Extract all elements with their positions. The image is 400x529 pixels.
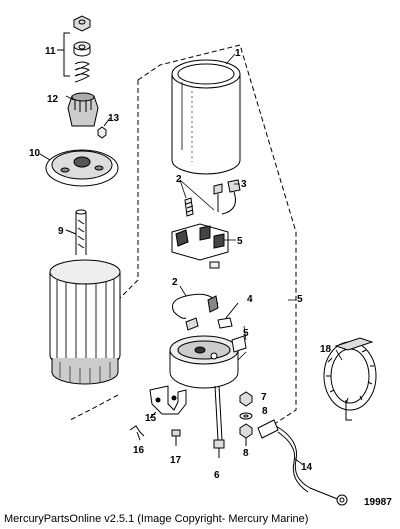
figure-number: 19987 — [364, 497, 392, 508]
callout-14: 14 — [301, 462, 313, 473]
callout-2-brush: 2 — [176, 174, 182, 185]
callout-13: 13 — [108, 113, 120, 124]
callout-17: 17 — [170, 455, 182, 466]
callout-7: 7 — [261, 392, 267, 403]
callout-9: 9 — [58, 226, 64, 237]
bolt-17 — [171, 429, 181, 446]
mounting-bracket — [129, 385, 187, 441]
armature-body — [49, 259, 121, 385]
callout-labels: 1 2 3 5 2 4 5 5 7 8 8 6 9 10 11 12 13 14… — [29, 46, 392, 508]
callout-16: 16 — [133, 445, 145, 456]
small-nut-13 — [97, 117, 111, 139]
callout-18: 18 — [320, 344, 332, 355]
pinion-gear — [67, 92, 99, 127]
nut-washer-spring — [57, 15, 91, 83]
solenoid-band — [323, 337, 377, 421]
callout-8-lower: 8 — [243, 448, 249, 459]
callout-5-holder: 5 — [237, 236, 243, 247]
callout-10: 10 — [29, 148, 41, 159]
callout-15: 15 — [145, 413, 157, 424]
leader-lines — [65, 53, 343, 465]
callout-8-upper: 8 — [262, 406, 268, 417]
brush-holder-assembly — [171, 179, 241, 269]
callout-3: 3 — [241, 179, 247, 190]
armature-shaft — [65, 209, 87, 255]
callout-1: 1 — [235, 48, 241, 59]
housing-cylinder — [171, 59, 241, 175]
callout-11: 11 — [45, 46, 56, 57]
commutator-end-frame — [169, 335, 247, 389]
copyright-caption: MercuryPartsOnline v2.5.1 (Image Copyrig… — [4, 513, 309, 525]
spring-clip — [172, 293, 239, 331]
end-cap — [39, 149, 119, 187]
callout-5-frame: 5 — [243, 328, 249, 339]
through-bolt — [213, 385, 225, 458]
nuts-and-washers — [239, 391, 253, 446]
callout-12: 12 — [47, 94, 59, 105]
callout-5-assembly: 5 — [297, 294, 303, 305]
callout-4: 4 — [247, 294, 253, 305]
callout-2-clip: 2 — [172, 277, 178, 288]
starter-cable — [257, 419, 348, 506]
callout-6: 6 — [214, 470, 220, 481]
